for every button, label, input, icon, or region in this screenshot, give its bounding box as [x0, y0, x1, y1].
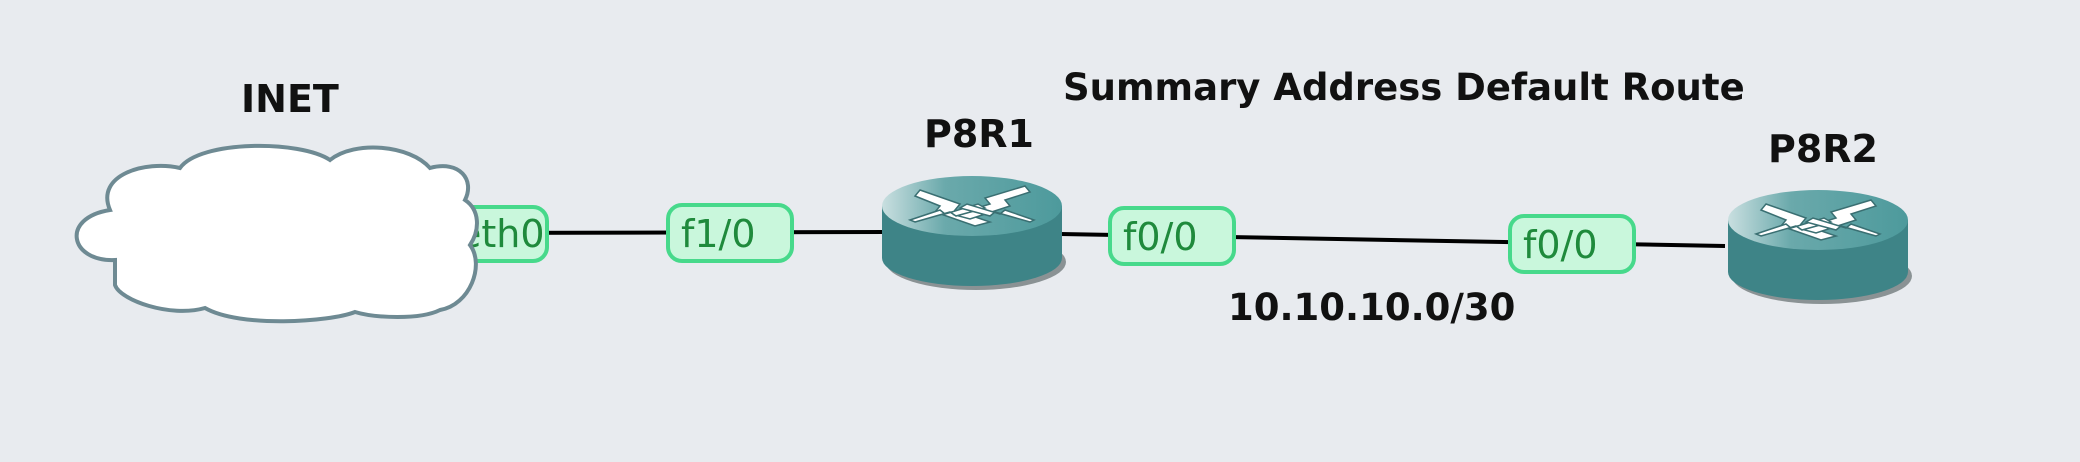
port-label-p8r2-f0-0[interactable]: f0/0: [1508, 214, 1636, 274]
port-text-p8r1-f0-0: f0/0: [1123, 215, 1198, 259]
node-label-p8r1: P8R1: [924, 112, 1034, 156]
port-label-p8r1-f1-0[interactable]: f1/0: [666, 203, 794, 263]
diagram-title: Summary Address Default Route: [1063, 66, 1745, 109]
port-label-p8r1-f0-0[interactable]: f0/0: [1108, 206, 1236, 266]
subnet-label: 10.10.10.0/30: [1228, 286, 1515, 329]
router-icon[interactable]: [882, 176, 1066, 290]
port-text-p8r1-f1-0: f1/0: [681, 212, 756, 256]
cloud-icon[interactable]: [74, 143, 479, 324]
node-label-p8r2: P8R2: [1768, 127, 1878, 171]
port-text-inet-eth0: eth0: [458, 212, 545, 256]
router-icon[interactable]: [1728, 190, 1912, 304]
node-label-inet: INET: [241, 77, 339, 121]
port-text-p8r2-f0-0: f0/0: [1523, 223, 1598, 267]
